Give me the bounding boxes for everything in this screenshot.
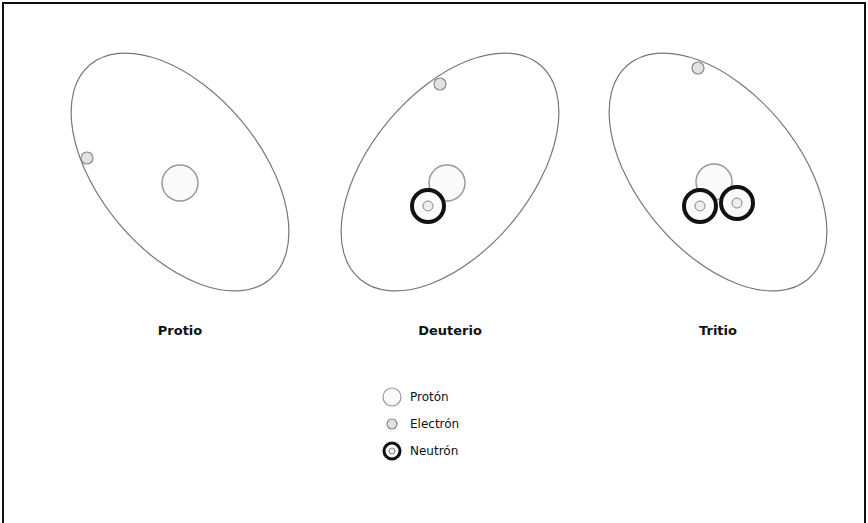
neutron-sample (380, 440, 406, 462)
legend-text: Protón (410, 390, 449, 404)
electron-orbit (299, 13, 602, 330)
neutron-core (695, 201, 705, 211)
isotope-name: Deuterio (418, 323, 482, 338)
electron-sample (380, 413, 406, 435)
electron-orbit (567, 13, 868, 330)
neutron-core (423, 201, 433, 211)
proton-symbol (162, 165, 198, 201)
electron-orbit (29, 13, 332, 330)
electron-symbol (387, 419, 397, 429)
neutron-symbol (384, 443, 400, 459)
legend-text: Neutrón (410, 444, 458, 458)
electron-symbol (692, 62, 704, 74)
proton-sample (380, 386, 406, 408)
isotope-name: Protio (158, 323, 202, 338)
neutron-core (732, 198, 742, 208)
isotope-name: Tritio (699, 323, 737, 338)
proton-symbol (383, 388, 401, 406)
neutron-symbol (721, 187, 753, 219)
neutron-core (389, 448, 395, 454)
electron-symbol (81, 152, 93, 164)
frame-border (3, 3, 865, 523)
legend-text: Electrón (410, 417, 459, 431)
neutron-symbol (684, 190, 716, 222)
neutron-symbol (412, 190, 444, 222)
electron-symbol (434, 78, 446, 90)
